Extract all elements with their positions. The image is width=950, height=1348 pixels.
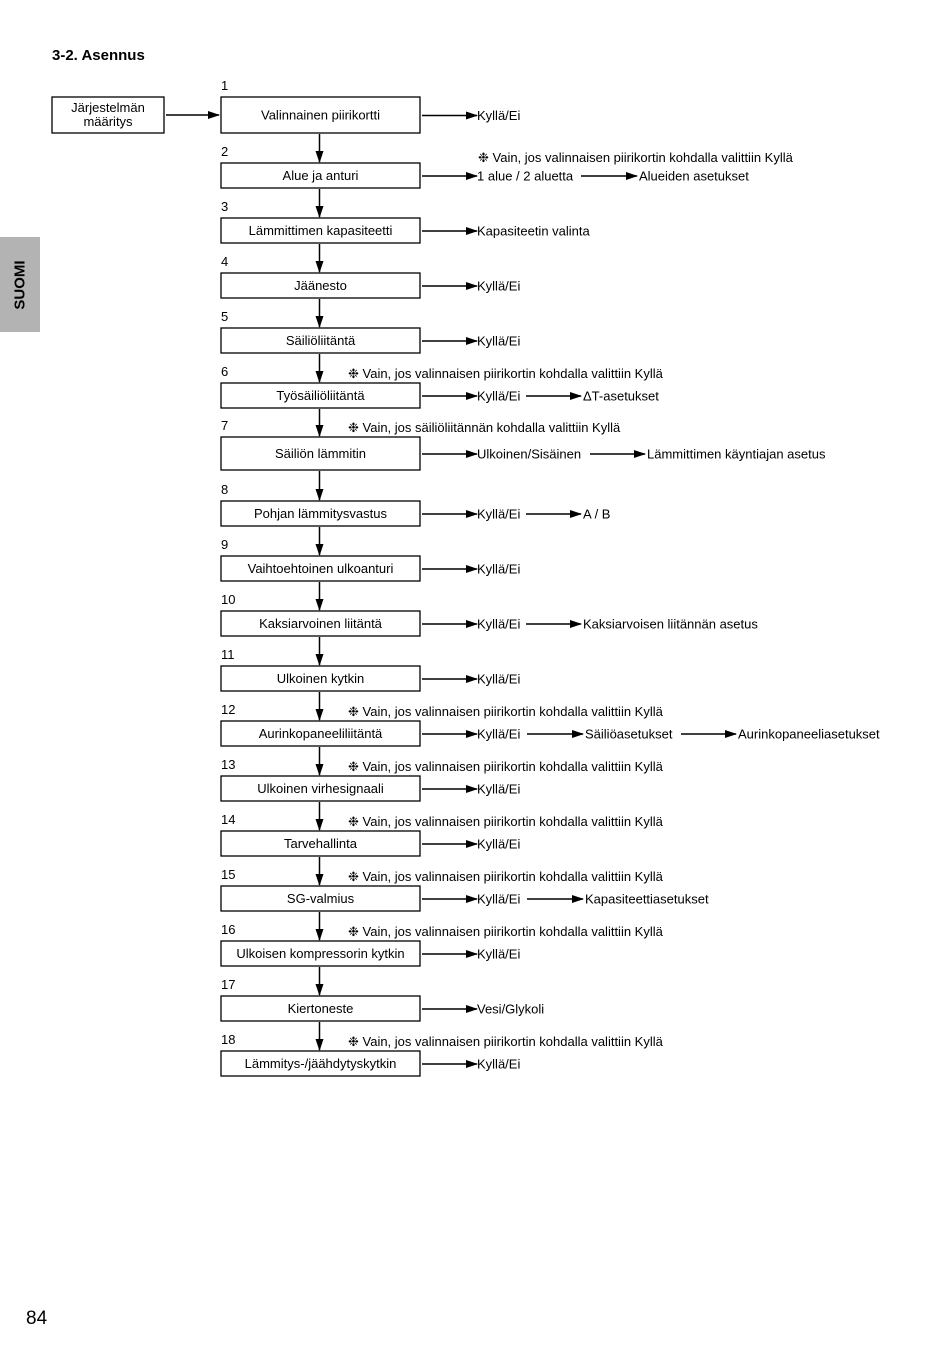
step-number: 17 — [221, 977, 235, 992]
step-label: Lämmitys-/jäähdytyskytkin — [245, 1056, 397, 1071]
system-setup-label: määritys — [83, 114, 133, 129]
step-number: 13 — [221, 757, 235, 772]
option-label: Kyllä/Ei — [477, 108, 520, 123]
step-box — [220, 720, 421, 747]
step-label: Alue ja anturi — [283, 168, 359, 183]
step-number: 11 — [221, 647, 235, 662]
condition-note: ❉ Vain, jos valinnaisen piirikortin kohd… — [348, 366, 664, 381]
step-label: Lämmittimen kapasiteetti — [249, 223, 393, 238]
option-label: Kyllä/Ei — [477, 727, 520, 742]
step-number: 4 — [221, 254, 228, 269]
step-label: Tarvehallinta — [284, 836, 358, 851]
option-label: ΔT-asetukset — [583, 389, 659, 404]
step-label: Pohjan lämmitysvastus — [254, 506, 387, 521]
step-label: Ulkoinen virhesignaali — [257, 781, 384, 796]
step-box — [220, 436, 421, 471]
step-label: Kiertoneste — [288, 1001, 354, 1016]
option-label: Säiliöasetukset — [585, 727, 673, 742]
step-number: 9 — [221, 537, 228, 552]
step-box — [220, 272, 421, 299]
step-box — [220, 610, 421, 637]
step-box — [220, 555, 421, 582]
step-label: Säiliöliitäntä — [286, 333, 356, 348]
option-label: Kyllä/Ei — [477, 562, 520, 577]
condition-note: ❉ Vain, jos säiliöliitännän kohdalla val… — [348, 420, 621, 435]
option-label: Kapasiteettiasetukset — [585, 892, 709, 907]
step-number: 7 — [221, 418, 228, 433]
step-label: Kaksiarvoinen liitäntä — [259, 616, 383, 631]
step-number: 3 — [221, 199, 228, 214]
page-number: 84 — [26, 1308, 48, 1329]
option-label: Kyllä/Ei — [477, 892, 520, 907]
option-label: Kyllä/Ei — [477, 617, 520, 632]
option-label: Alueiden asetukset — [639, 169, 749, 184]
option-label: A / B — [583, 507, 610, 522]
step-number: 12 — [221, 702, 235, 717]
step-box — [220, 217, 421, 244]
language-side-tab: SUOMI — [0, 237, 40, 332]
step-number: 18 — [221, 1032, 235, 1047]
option-label: Kyllä/Ei — [477, 672, 520, 687]
condition-note: ❉ Vain, jos valinnaisen piirikortin kohd… — [348, 759, 664, 774]
option-label: Kyllä/Ei — [477, 837, 520, 852]
option-label: Kyllä/Ei — [477, 1057, 520, 1072]
option-label: Aurinkopaneeliasetukset — [738, 727, 880, 742]
step-box — [220, 1050, 421, 1077]
step-box — [220, 995, 421, 1022]
step-label: Ulkoisen kompressorin kytkin — [236, 946, 404, 961]
step-box — [220, 96, 421, 134]
option-label: Kapasiteetin valinta — [477, 224, 591, 239]
option-label: 1 alue / 2 aluetta — [477, 169, 574, 184]
option-label: Vesi/Glykoli — [477, 1002, 544, 1017]
step-box — [220, 830, 421, 857]
system-setup-label: Järjestelmän — [71, 100, 145, 115]
step-box — [220, 885, 421, 912]
option-label: Kyllä/Ei — [477, 947, 520, 962]
step-number: 6 — [221, 364, 228, 379]
step-number: 10 — [221, 592, 235, 607]
step-label: Valinnainen piirikortti — [261, 108, 380, 123]
step-number: 5 — [221, 309, 228, 324]
option-label: Kyllä/Ei — [477, 334, 520, 349]
step-box — [220, 500, 421, 527]
step-number: 16 — [221, 922, 235, 937]
step-number: 1 — [221, 78, 228, 93]
step-number: 15 — [221, 867, 235, 882]
option-label: Kyllä/Ei — [477, 782, 520, 797]
option-label: Ulkoinen/Sisäinen — [477, 447, 581, 462]
step-number: 14 — [221, 812, 235, 827]
step-label: Aurinkopaneeliliitäntä — [259, 726, 383, 741]
option-label: Kyllä/Ei — [477, 389, 520, 404]
step-number: 2 — [221, 144, 228, 159]
option-label: Kyllä/Ei — [477, 279, 520, 294]
step-box — [220, 775, 421, 802]
step-box — [220, 162, 421, 189]
step-label: Säiliön lämmitin — [275, 446, 366, 461]
condition-note: ❉ Vain, jos valinnaisen piirikortin kohd… — [348, 869, 664, 884]
condition-note: ❉ Vain, jos valinnaisen piirikortin kohd… — [478, 150, 794, 165]
condition-note: ❉ Vain, jos valinnaisen piirikortin kohd… — [348, 704, 664, 719]
condition-note: ❉ Vain, jos valinnaisen piirikortin kohd… — [348, 814, 664, 829]
step-label: Vaihtoehtoinen ulkoanturi — [248, 561, 394, 576]
step-box — [220, 382, 421, 409]
step-box — [220, 665, 421, 692]
step-label: Ulkoinen kytkin — [277, 671, 364, 686]
step-label: SG-valmius — [287, 891, 355, 906]
section-title: 3-2. Asennus — [52, 47, 145, 64]
step-label: Jäänesto — [294, 278, 347, 293]
condition-note: ❉ Vain, jos valinnaisen piirikortin kohd… — [348, 924, 664, 939]
step-label: Työsäiliöliitäntä — [276, 388, 365, 403]
condition-note: ❉ Vain, jos valinnaisen piirikortin kohd… — [348, 1034, 664, 1049]
option-label: Lämmittimen käyntiajan asetus — [647, 447, 826, 462]
option-label: Kaksiarvoisen liitännän asetus — [583, 617, 758, 632]
system-setup-box — [51, 96, 165, 134]
step-number: 8 — [221, 482, 228, 497]
step-box — [220, 327, 421, 354]
step-box — [220, 940, 421, 967]
option-label: Kyllä/Ei — [477, 507, 520, 522]
